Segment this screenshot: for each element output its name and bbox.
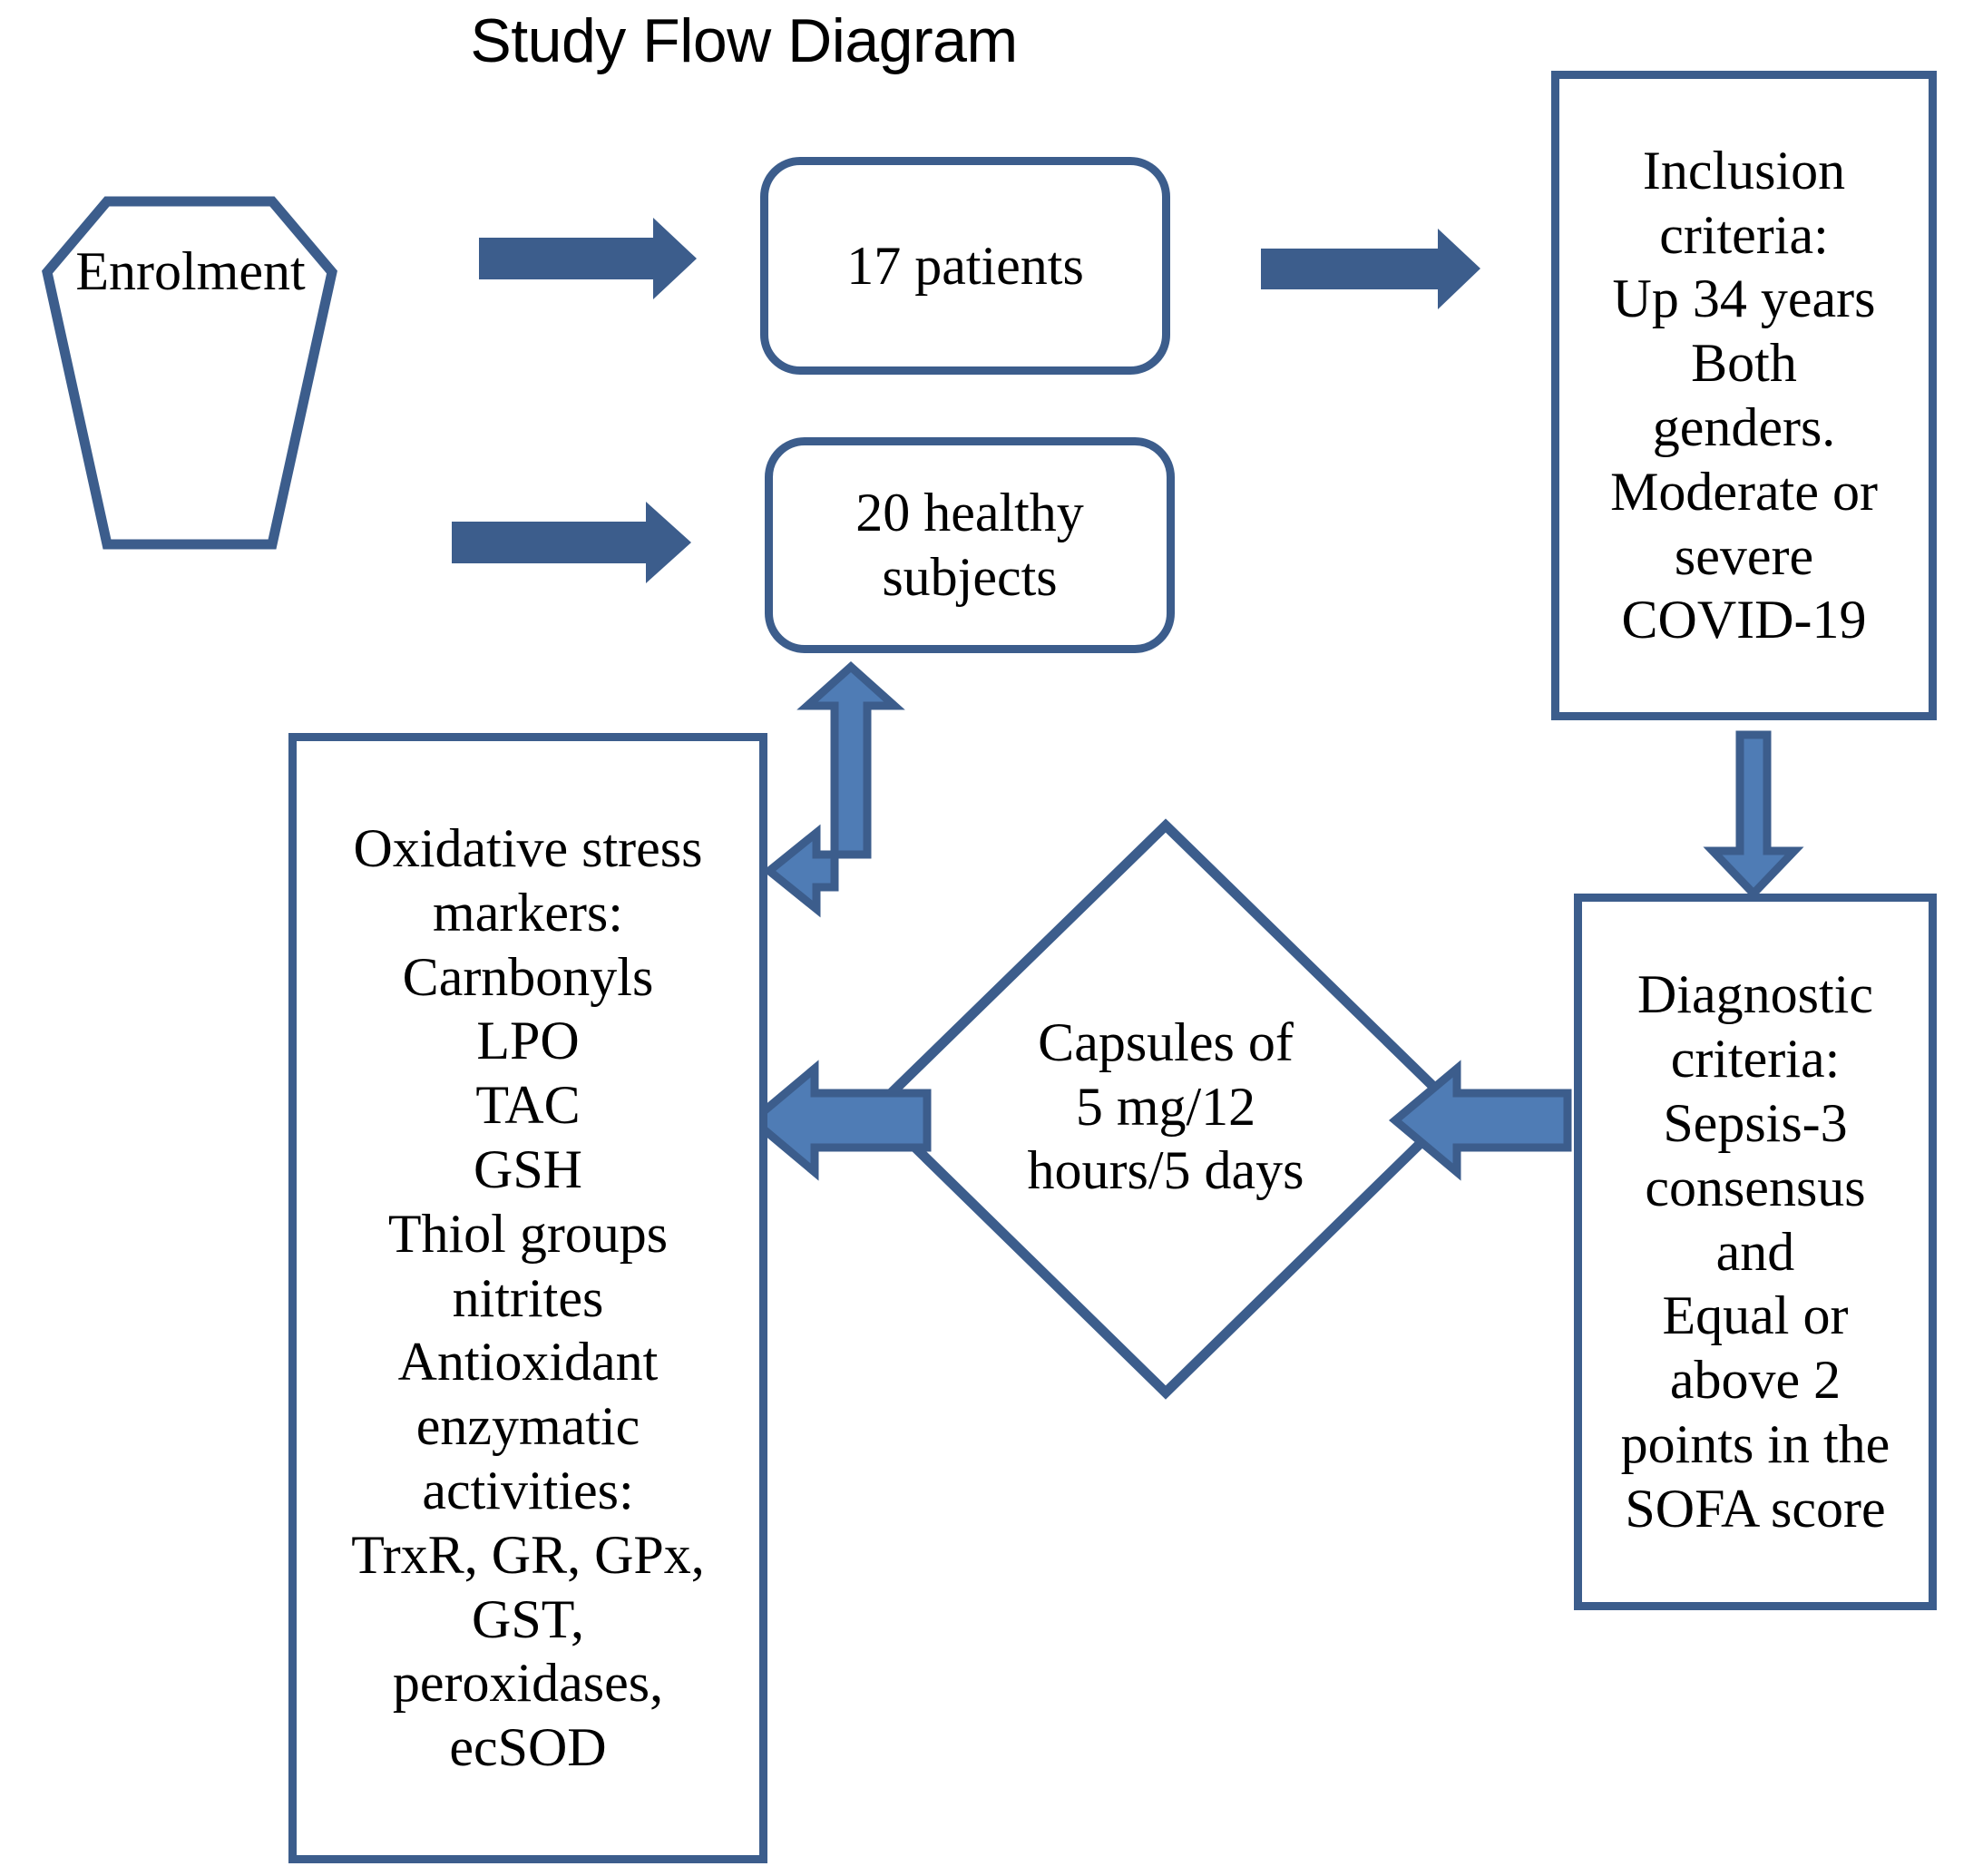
enrolment-label: Enrolment xyxy=(75,240,306,301)
oxidative-markers-box xyxy=(288,733,767,1863)
patients-label: 17 patients xyxy=(846,235,1084,296)
oxidative-markers-label: Oxidative stress markers: Carnbonyls LPO… xyxy=(351,818,705,1778)
arrow-patients-to-inclusion xyxy=(1261,229,1480,309)
diagnostic-criteria-box xyxy=(1574,894,1937,1610)
arrow-markers-to-healthy-bent xyxy=(762,660,905,918)
page-title: Study Flow Diagram xyxy=(470,6,1018,75)
healthy-subjects-box xyxy=(765,437,1175,653)
arrow-enrolment-to-healthy xyxy=(452,502,691,583)
patients-box xyxy=(760,157,1170,375)
diagnostic-criteria-label: Diagnostic criteria: Sepsis-3 consensus … xyxy=(1620,964,1890,1539)
healthy-subjects-label: 20 healthy subjects xyxy=(855,483,1084,607)
inclusion-criteria-label: Inclusion criteria: Up 34 years Both gen… xyxy=(1610,140,1878,650)
arrow-capsules-to-markers xyxy=(746,1060,932,1181)
inclusion-criteria-box xyxy=(1551,71,1937,720)
arrow-enrolment-to-patients xyxy=(479,218,697,299)
arrow-inclusion-to-diagnostic xyxy=(1703,730,1804,900)
capsules-label: Capsules of 5 mg/12 hours/5 days xyxy=(1027,1011,1304,1201)
